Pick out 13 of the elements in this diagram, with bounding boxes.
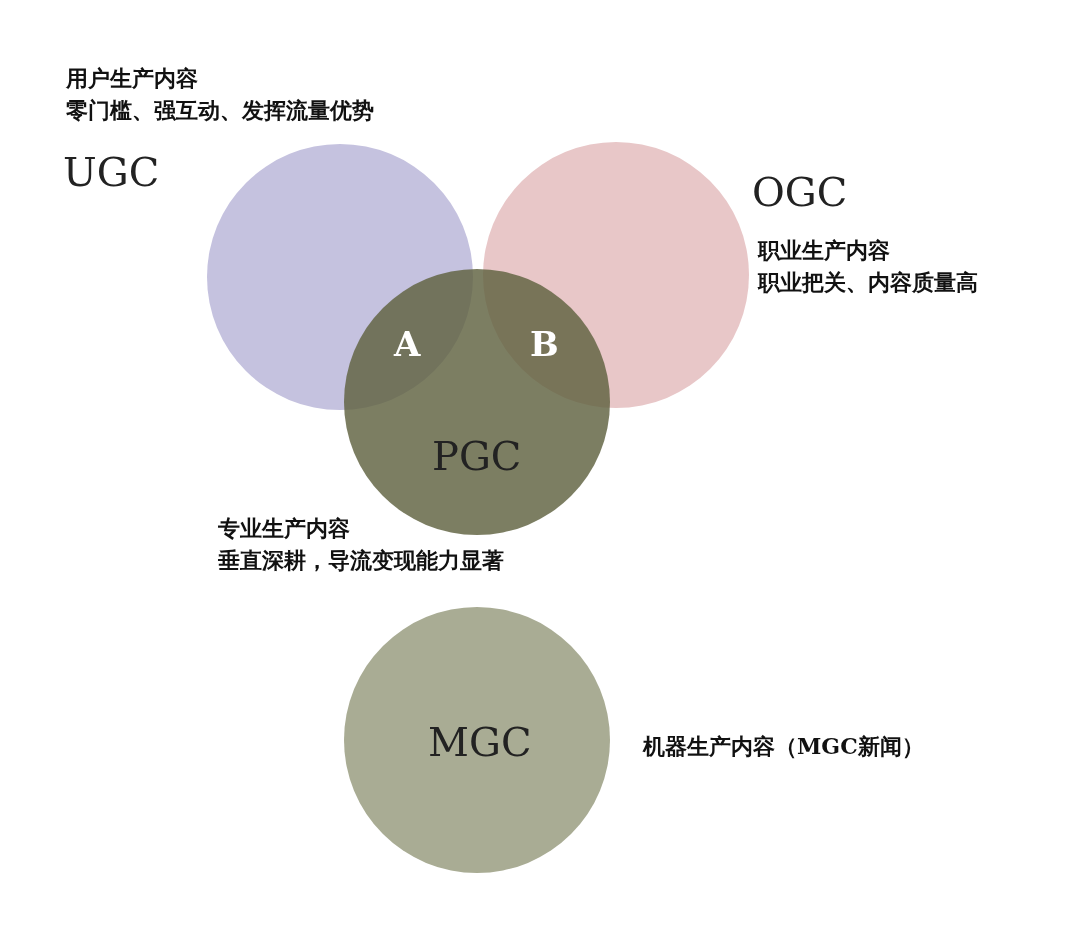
circle-label: PGC <box>432 436 522 476</box>
description-text: 职业生产内容 <box>758 236 890 265</box>
description-text: 垂直深耕，导流变现能力显著 <box>218 546 504 575</box>
circle-label: OGC <box>752 172 848 212</box>
overlap-label: B <box>530 327 559 361</box>
circle-label: UGC <box>63 152 160 192</box>
description-text: 零门槛、强互动、发挥流量优势 <box>66 96 374 125</box>
circle-label: MGC <box>428 722 532 762</box>
description-text: 职业把关、内容质量高 <box>758 268 978 297</box>
description-text: 用户生产内容 <box>66 64 198 93</box>
overlap-label: A <box>394 327 421 361</box>
description-text: 机器生产内容（MGC新闻） <box>643 732 924 761</box>
description-text: 专业生产内容 <box>218 514 350 543</box>
